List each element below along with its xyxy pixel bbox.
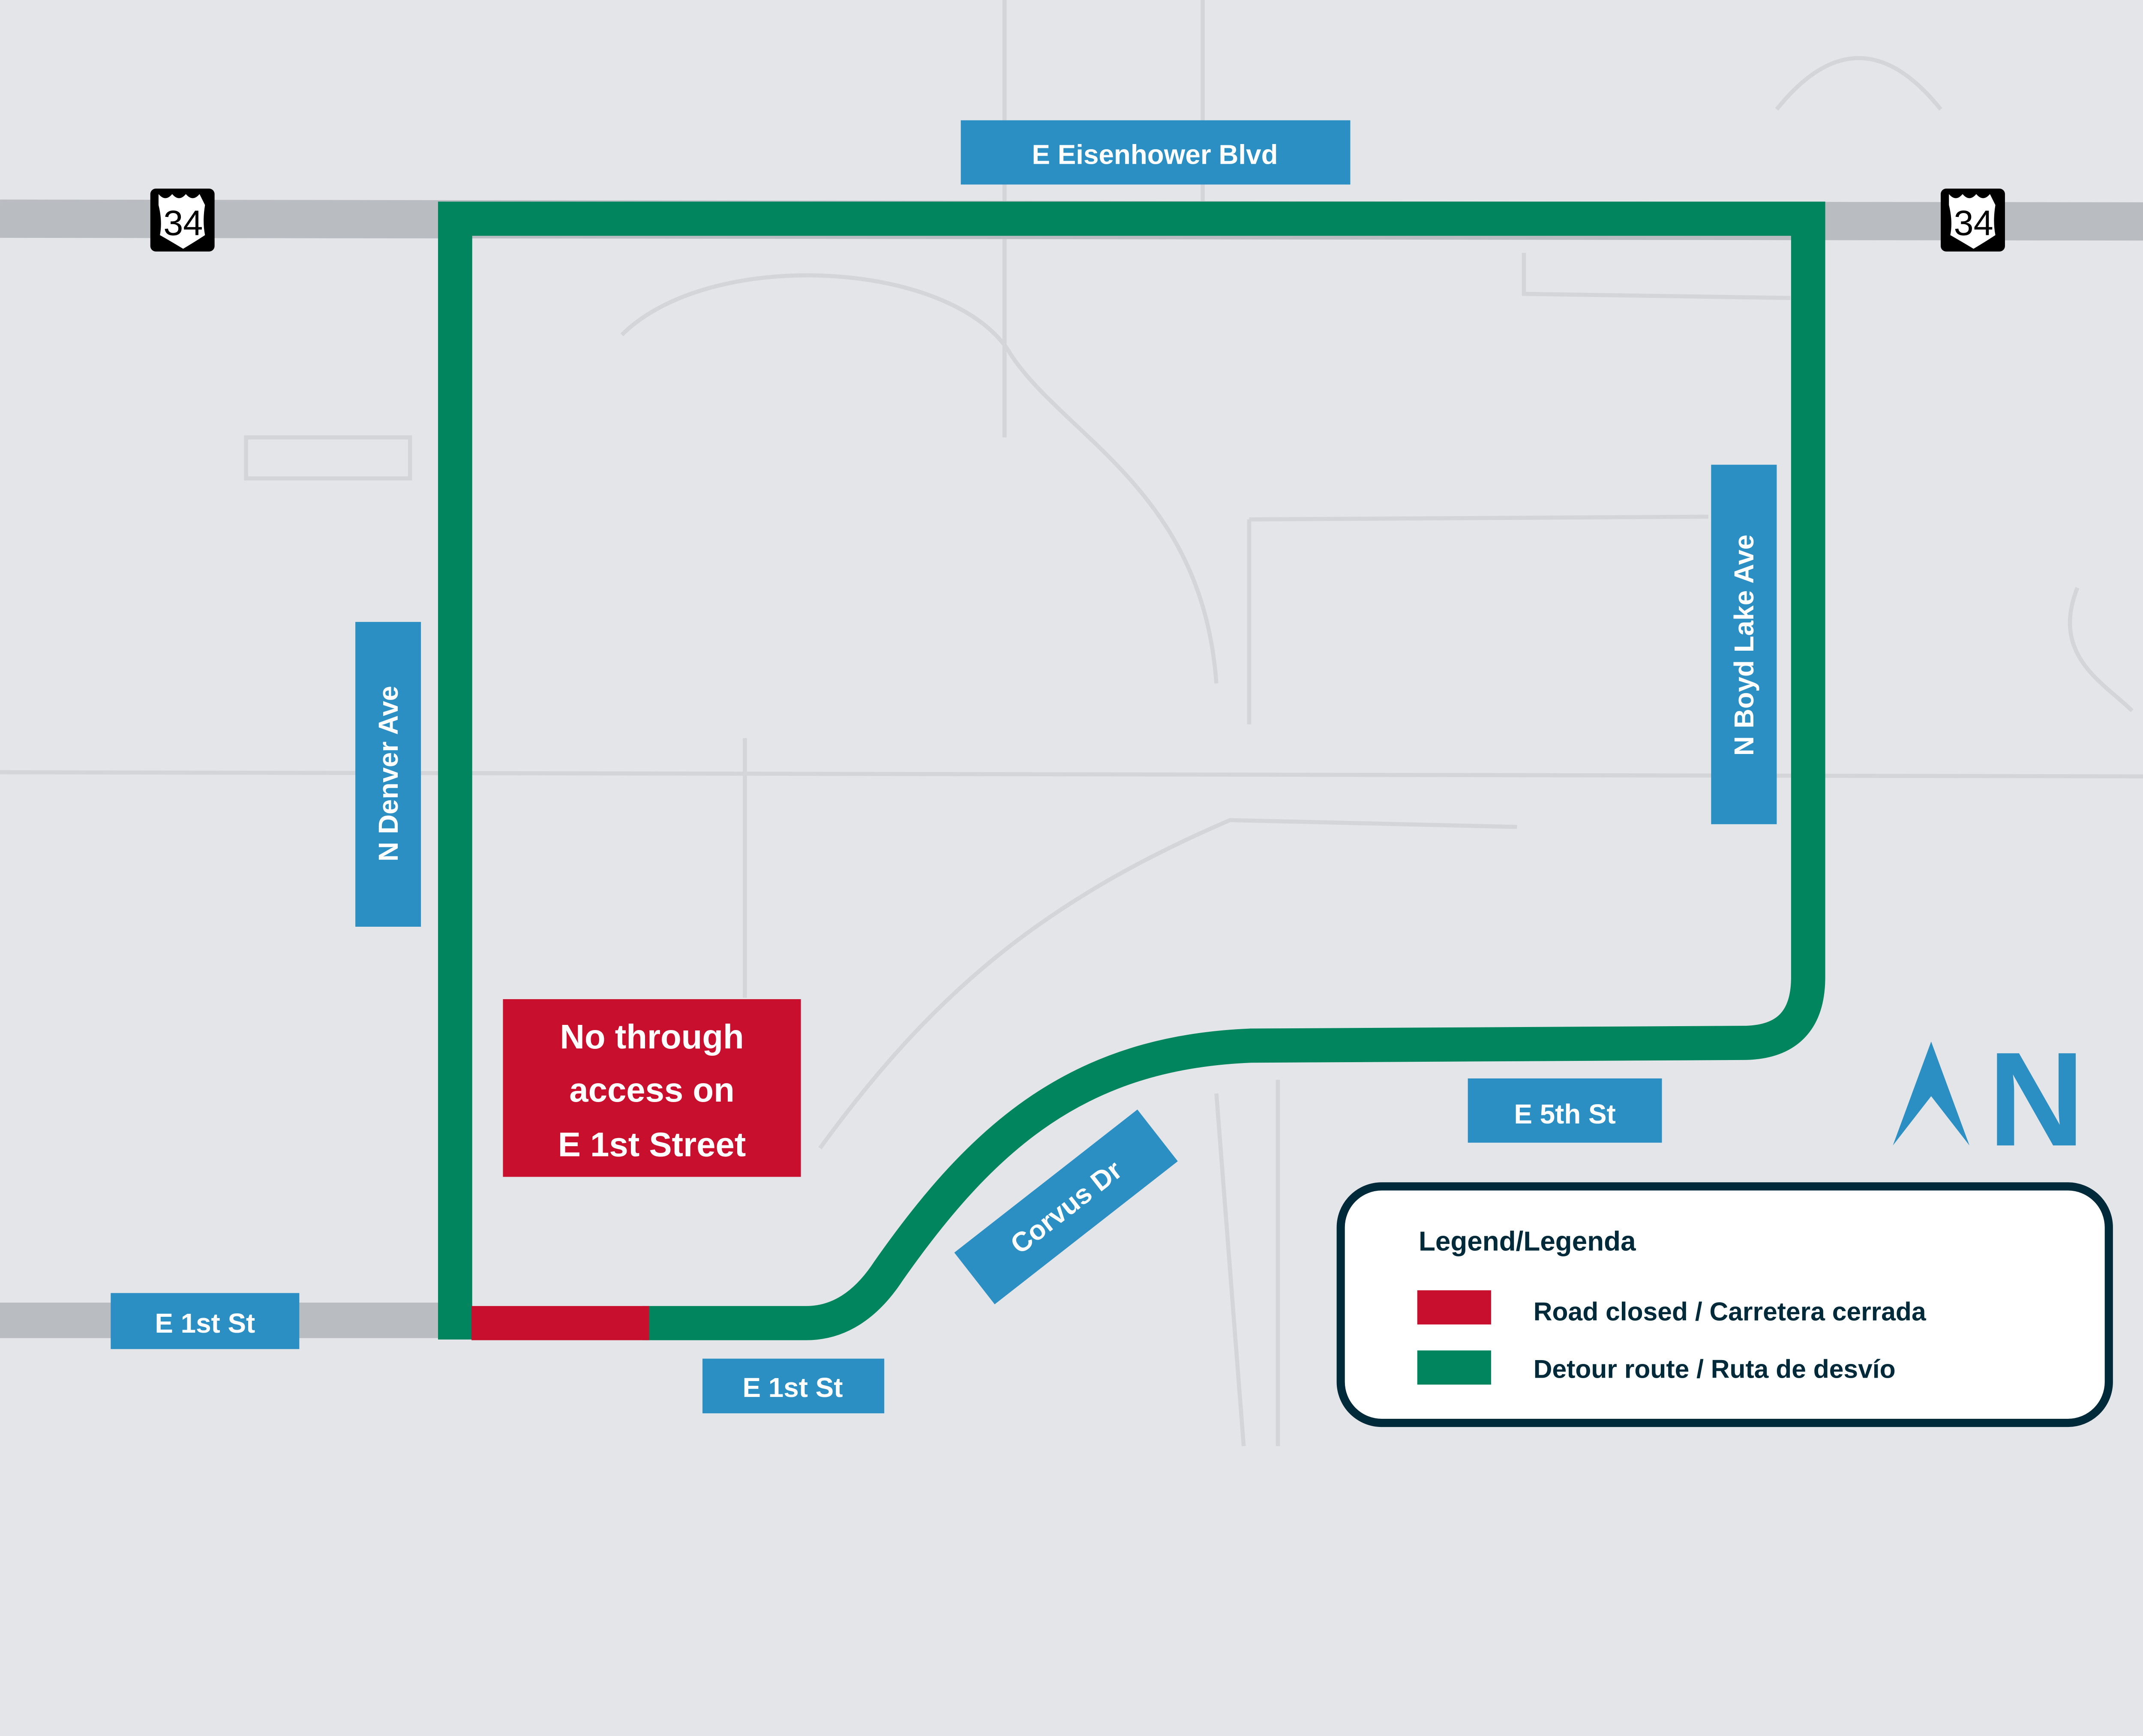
shield-number: 34	[163, 203, 203, 243]
label-e-5th-st: E 5th St	[1468, 1078, 1662, 1143]
legend-swatch-road-closed	[1417, 1290, 1491, 1325]
legend: Legend/Legenda Road closed / Carretera c…	[1336, 1182, 2113, 1427]
label-e-1st-st-south: E 1st St	[702, 1358, 885, 1414]
detour-route	[438, 201, 1825, 1340]
no-through-access-notice: No through access on E 1st Street	[503, 999, 801, 1177]
street-label-text: E 1st St	[155, 1308, 255, 1339]
label-n-denver-ave: N Denver Ave	[355, 622, 421, 927]
notice-line: E 1st Street	[558, 1126, 746, 1164]
shield-number: 34	[1954, 203, 1993, 243]
legend-label-road-closed: Road closed / Carretera cerrada	[1534, 1297, 1927, 1326]
street-label-text: E 1st St	[743, 1372, 843, 1403]
legend-title: Legend/Legenda	[1419, 1226, 1636, 1257]
north-letter: N	[1988, 1024, 2085, 1174]
street-label-text: E 5th St	[1514, 1099, 1615, 1129]
label-e-1st-st-west: E 1st St	[111, 1293, 300, 1349]
north-arrow-icon	[1893, 1041, 1970, 1146]
us34-shield-east: 34	[1941, 189, 2005, 252]
street-label-text: E Eisenhower Blvd	[1032, 139, 1278, 170]
detour-map: 34 34 E Eisenhower Blvd N Denver Ave N B…	[0, 0, 2143, 1446]
label-e-eisenhower-blvd: E Eisenhower Blvd	[960, 120, 1351, 185]
north-arrow: N	[1893, 1024, 2085, 1174]
legend-label-detour: Detour route / Ruta de desvío	[1534, 1354, 1896, 1383]
us34-shield-west: 34	[150, 189, 215, 252]
street-label-text: N Denver Ave	[373, 686, 404, 862]
label-n-boyd-lake-ave: N Boyd Lake Ave	[1711, 465, 1777, 824]
legend-swatch-detour	[1417, 1350, 1491, 1385]
street-label-text: N Boyd Lake Ave	[1729, 535, 1759, 756]
notice-line: No through	[560, 1018, 744, 1056]
notice-line: access on	[569, 1071, 734, 1109]
